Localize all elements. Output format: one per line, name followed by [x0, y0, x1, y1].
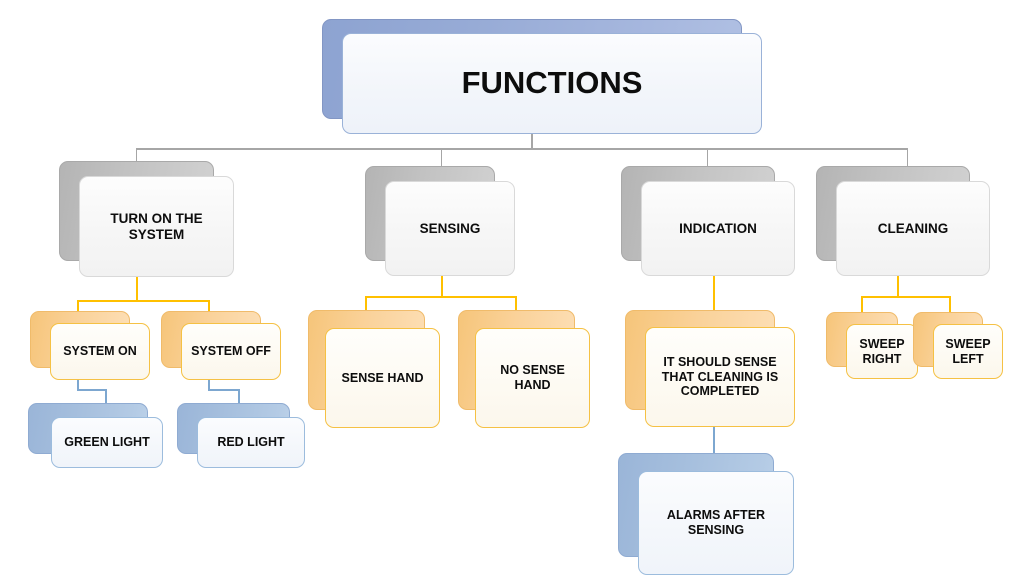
node-system-on-label: SYSTEM ON [63, 344, 137, 359]
node-system-on-front[interactable]: SYSTEM ON [50, 323, 150, 380]
connector-drop-turn-on [136, 148, 137, 168]
node-sweep-left-label: SWEEP LEFT [945, 336, 991, 366]
node-no-sense-hand-label: NO SENSE HAND [500, 363, 565, 392]
node-turn-on-the-system[interactable]: TURN ON THE SYSTEM [59, 161, 234, 277]
node-red-light-front[interactable]: RED LIGHT [197, 417, 305, 468]
connector-indication-child-stem [713, 425, 715, 453]
connector-systemoff-jog [208, 389, 240, 391]
node-alarms-after-sensing-label: ALARMS AFTER SENSING [666, 508, 766, 537]
node-sense-hand-label: SENSE HAND [341, 370, 424, 385]
node-indication-front[interactable]: INDICATION [641, 181, 795, 276]
node-alarms-after-sensing-front[interactable]: ALARMS AFTER SENSING [638, 471, 794, 575]
node-system-off-label: SYSTEM OFF [191, 344, 271, 359]
connector-cleaning-drop-sweep-right [861, 296, 863, 312]
connector-sensing-drop-no-sense-hand [515, 296, 517, 310]
node-sweep-right-label: SWEEP RIGHT [859, 336, 905, 366]
node-it-should-sense[interactable]: IT SHOULD SENSE THAT CLEANING IS COMPLET… [625, 310, 795, 427]
node-system-on[interactable]: SYSTEM ON [30, 311, 150, 380]
connector-drop-indication [707, 148, 708, 168]
node-sensing-front[interactable]: SENSING [385, 181, 515, 276]
node-no-sense-hand[interactable]: NO SENSE HAND [458, 310, 590, 428]
connector-turnon-drop-system-on [77, 300, 79, 312]
node-red-light-label: RED LIGHT [217, 435, 285, 450]
node-green-light[interactable]: GREEN LIGHT [28, 403, 163, 468]
connector-turnon-bus [77, 300, 210, 302]
connector-drop-cleaning [907, 148, 908, 168]
node-sense-hand-front[interactable]: SENSE HAND [325, 328, 440, 428]
node-sweep-right-front[interactable]: SWEEP RIGHT [846, 324, 918, 379]
node-no-sense-hand-front[interactable]: NO SENSE HAND [475, 328, 590, 428]
node-turn-on-the-system-label: TURN ON THE SYSTEM [110, 210, 203, 242]
connector-systemoff-stem [208, 378, 210, 390]
node-indication-label: INDICATION [679, 220, 757, 236]
connector-sensing-drop-sense-hand [365, 296, 367, 310]
node-indication[interactable]: INDICATION [621, 166, 795, 276]
connector-indication-stem [713, 276, 715, 310]
node-functions[interactable]: FUNCTIONS [322, 19, 762, 134]
node-sensing[interactable]: SENSING [365, 166, 515, 276]
node-sensing-label: SENSING [419, 220, 481, 236]
node-cleaning-label: CLEANING [877, 220, 949, 236]
connector-systemon-drop-green [105, 389, 107, 403]
node-functions-front[interactable]: FUNCTIONS [342, 33, 762, 134]
node-sweep-left-front[interactable]: SWEEP LEFT [933, 324, 1003, 379]
node-green-light-label: GREEN LIGHT [64, 435, 150, 450]
node-sense-hand[interactable]: SENSE HAND [308, 310, 440, 428]
node-system-off[interactable]: SYSTEM OFF [161, 311, 281, 380]
node-it-should-sense-front[interactable]: IT SHOULD SENSE THAT CLEANING IS COMPLET… [645, 327, 795, 427]
node-functions-label: FUNCTIONS [461, 65, 643, 101]
connector-drop-sensing [441, 148, 442, 168]
node-alarms-after-sensing[interactable]: ALARMS AFTER SENSING [618, 453, 794, 575]
connector-cleaning-drop-sweep-left [949, 296, 951, 312]
connector-turnon-drop-system-off [208, 300, 210, 312]
node-turn-on-the-system-front[interactable]: TURN ON THE SYSTEM [79, 176, 234, 277]
connector-cleaning-bus [861, 296, 951, 298]
node-green-light-front[interactable]: GREEN LIGHT [51, 417, 163, 468]
node-sweep-right[interactable]: SWEEP RIGHT [826, 312, 918, 379]
connector-sensing-bus [365, 296, 517, 298]
connector-turnon-stem [136, 276, 138, 302]
connector-systemon-jog [77, 389, 107, 391]
node-cleaning-front[interactable]: CLEANING [836, 181, 990, 276]
connector-root-bus [136, 148, 908, 150]
node-sweep-left[interactable]: SWEEP LEFT [913, 312, 1003, 379]
connector-systemoff-drop-red [238, 389, 240, 403]
connector-systemon-stem [77, 378, 79, 390]
node-cleaning[interactable]: CLEANING [816, 166, 990, 276]
node-system-off-front[interactable]: SYSTEM OFF [181, 323, 281, 380]
connector-sensing-stem [441, 276, 443, 298]
node-red-light[interactable]: RED LIGHT [177, 403, 305, 468]
node-it-should-sense-label: IT SHOULD SENSE THAT CLEANING IS COMPLET… [661, 354, 779, 399]
connector-cleaning-stem [897, 276, 899, 298]
connector-root-stem [531, 131, 533, 149]
